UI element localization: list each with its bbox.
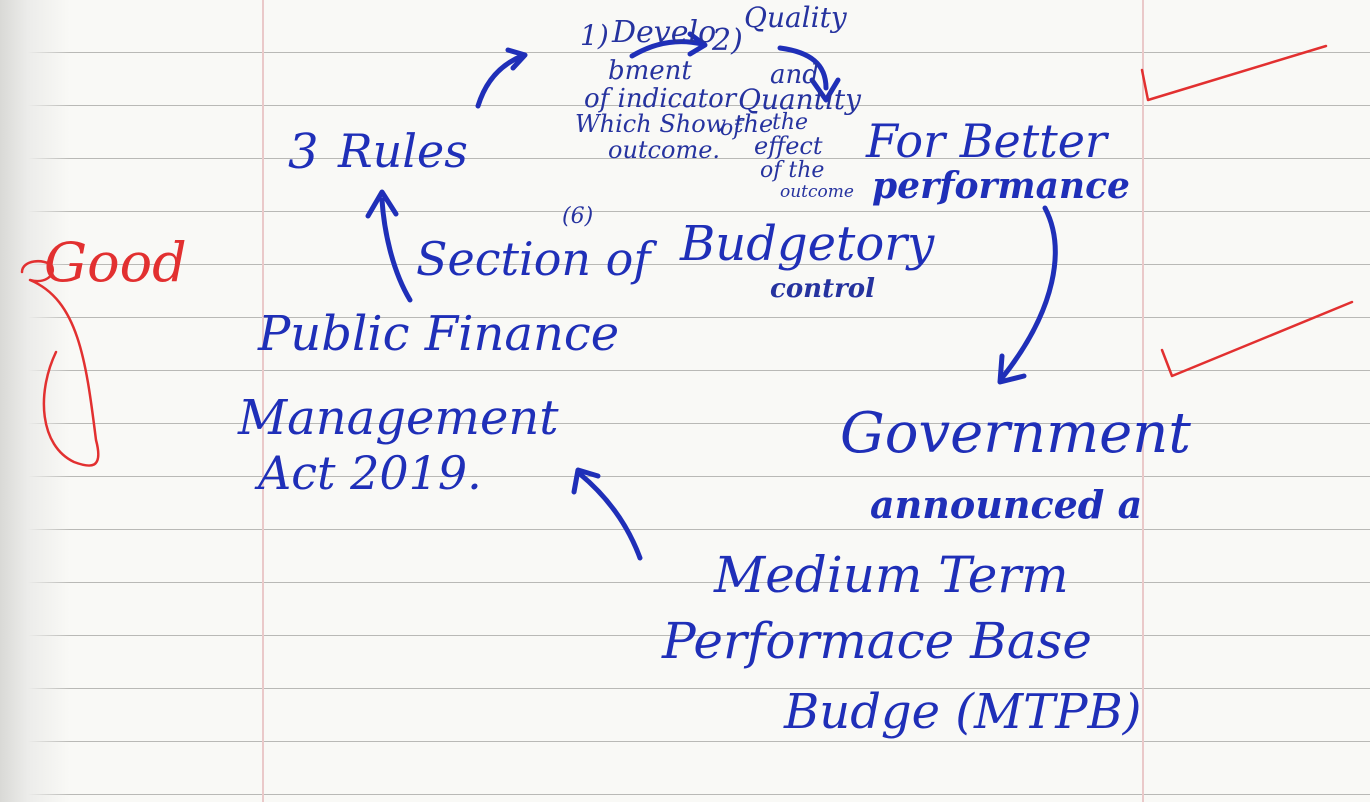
government-line4: Performace Base [662,612,1092,670]
check-mark-middle [1160,300,1354,378]
rule2-line4: of [720,116,742,141]
section-number: (6) [562,204,594,229]
page-binding-shadow [0,0,70,802]
right-margin-line [1142,0,1144,802]
rule1-number: 1) [580,19,609,52]
act-line3: Act 2019. [258,446,482,500]
rule2-line3: Quantity [738,83,861,116]
government-line2: announced a [870,482,1143,527]
arrow-better-to-government-head [997,353,1027,385]
budgetory-label: Budgetory [680,216,935,272]
rules-number: 3 [288,124,319,180]
rule1-line3: of indicator [584,84,737,114]
rule2-number: 2) [712,23,743,58]
government-line1: Government [840,401,1191,466]
rule2-line2: and [770,60,819,90]
better-performance-line1: For Better [866,114,1107,168]
left-margin-line [262,0,264,802]
control-label: control [770,274,876,304]
rule2-line1: Quality [744,1,847,34]
arrow-section-to-rules [379,197,413,303]
arrow-better-to-government [999,205,1058,381]
rule1-line2: bment [608,56,692,86]
section-of-label: Section of [416,232,651,286]
rule2-line5: the [772,110,809,135]
rule1-line5: outcome. [608,136,721,164]
government-line3: Medium Term [714,546,1069,604]
rules-label: Rules [338,124,468,178]
teacher-remark: Good [44,231,187,294]
government-line5: Budge (MTPB) [784,684,1142,740]
arrow-government-to-act-head [571,467,601,495]
rule2-line7: of the [760,158,825,183]
arrow-rule1-to-rule2-head [687,31,708,57]
arrow-rules-to-rule1 [475,53,525,109]
arrow-government-to-act [577,471,643,561]
arrow-rules-to-rule1-head [505,47,528,71]
arrow-rule2-to-better-head [809,77,841,103]
good-remark-stroke [20,259,100,467]
rule2-line8: outcome [780,182,854,202]
act-line2: Management [238,390,559,446]
better-performance-line2: performance [872,165,1130,207]
check-mark-top [1140,44,1328,102]
rule1-line1: Develo [612,15,717,50]
arrow-rule1-to-rule2 [629,39,705,59]
act-line1: Public Finance [258,306,620,362]
arrow-section-to-rules-head [365,189,399,219]
rule2-line6: effect [754,132,823,160]
rule1-line4: Which Show the [575,110,774,138]
arrow-rule2-to-better [777,45,829,91]
